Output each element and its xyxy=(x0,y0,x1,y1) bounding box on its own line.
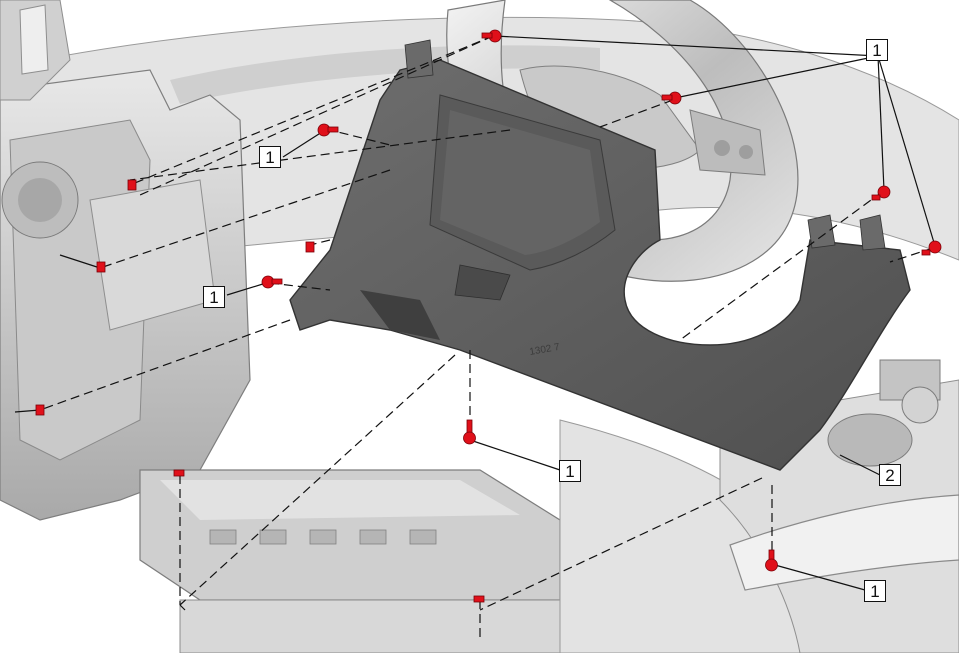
clip-left-b xyxy=(96,261,106,273)
screw-left-upper xyxy=(317,123,339,137)
clip-left-a xyxy=(127,179,137,191)
callout-2-right: 2 xyxy=(879,464,901,486)
left-support-frame xyxy=(0,0,251,521)
leader-lines xyxy=(14,35,936,640)
callout-1-bottom-center: 1 xyxy=(559,460,581,482)
part-marking: 1302 7 xyxy=(529,342,561,358)
callout-1-left-upper: 1 xyxy=(259,146,281,168)
clip-left-c xyxy=(305,241,315,253)
screw-top-center xyxy=(481,29,502,43)
clip-left-d xyxy=(35,404,45,416)
lower-trim-panel: 1302 7 xyxy=(289,39,911,471)
screw-bottom-center xyxy=(463,419,476,445)
callout-1-top-right: 1 xyxy=(866,39,888,61)
lower-structure xyxy=(139,419,801,654)
clip-bottom-b xyxy=(473,595,485,603)
callout-1-left-middle: 1 xyxy=(203,286,225,308)
clip-bottom-a xyxy=(173,469,185,477)
screw-right-a xyxy=(871,185,891,201)
screw-top-right xyxy=(661,91,682,105)
callout-1-bottom-right: 1 xyxy=(864,580,886,602)
screw-bottom-right xyxy=(765,549,778,572)
screw-left-middle xyxy=(261,275,283,289)
fasteners xyxy=(35,29,942,603)
screw-right-b xyxy=(921,240,942,256)
